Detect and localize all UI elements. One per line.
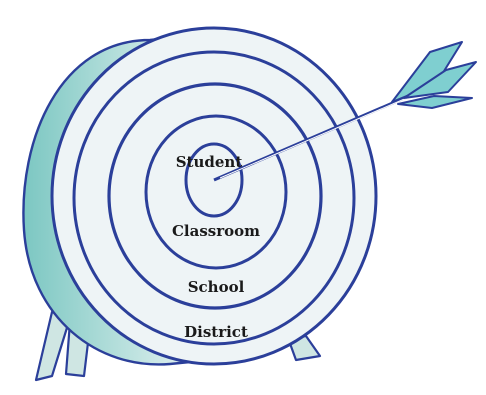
label-district: District [184,323,248,341]
target-face [52,28,376,364]
label-student: Student [176,153,243,171]
label-classroom: Classroom [172,222,260,240]
label-school: School [188,278,245,296]
arrow-fletching [392,42,476,108]
